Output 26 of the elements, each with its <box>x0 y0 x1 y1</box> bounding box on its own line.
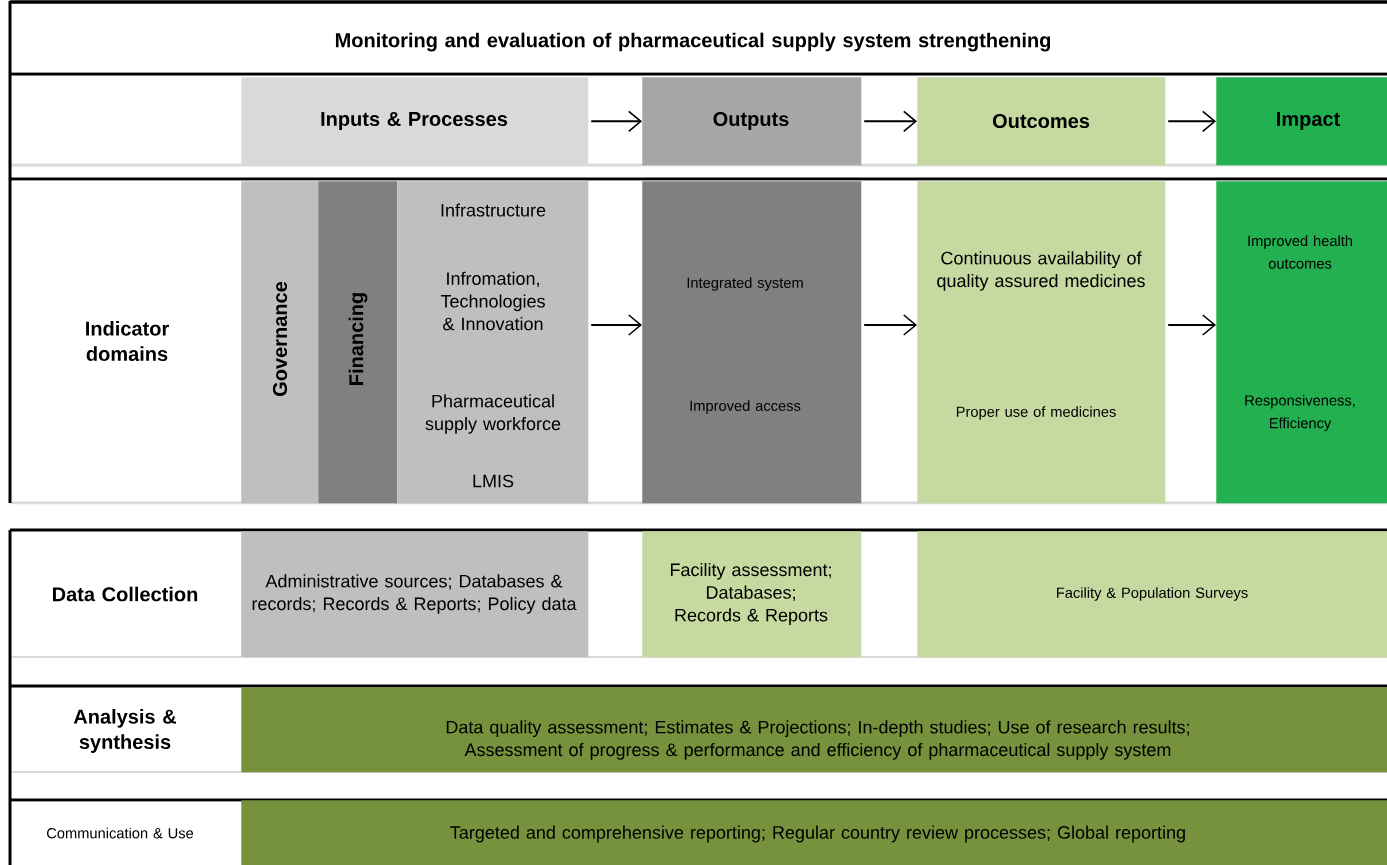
stage-header: Impact <box>1216 77 1387 166</box>
data-source-box: Facility & Population Surveys <box>917 531 1387 658</box>
arrow <box>1167 110 1217 133</box>
arrow <box>863 314 917 336</box>
arrow <box>590 314 642 336</box>
data-source-box: Administrative sources; Databases & records; Records & Reports; Policy data <box>241 531 589 658</box>
domain-bar: Financing <box>318 181 398 504</box>
title: Monitoring and evaluation of pharmaceutical supply system strengthening <box>335 32 1051 52</box>
stage-header: Inputs & Processes <box>241 77 589 166</box>
stage-header: Outputs <box>642 77 862 166</box>
arrow <box>1167 314 1217 336</box>
row-label: Communication & Use <box>47 827 194 839</box>
domain-box: Integrated system Improved access <box>642 181 862 504</box>
stage-header: Outcomes <box>917 77 1166 166</box>
activity-bar: Targeted and comprehensive reporting; Regular country review processes; Global reporting <box>241 800 1387 865</box>
arrow <box>863 110 917 133</box>
domain-box: Continuous availability of quality assured medicines Proper use of medicines <box>917 181 1166 504</box>
row-label: Data Collection <box>53 586 198 602</box>
activity-bar: Data quality assessment; Estimates & Projections; In-depth studies; Use of research results; Assessment of progress & performance and efficiency of pharmaceutical supply system <box>241 687 1387 773</box>
domain-box: Improved health outcomes Responsiveness, Efficiency <box>1216 181 1387 504</box>
row-label: Indicator domains <box>86 321 169 361</box>
data-source-box: Facility assessment; Databases; Records & Reports <box>642 531 862 658</box>
row-label: Analysis & synthesis <box>73 709 177 753</box>
domain-box: Infrastructure Infromation, Technologies & Innovation Pharmaceutical supply workforce LMIS <box>397 181 589 504</box>
arrow <box>590 110 642 133</box>
domain-bar: Governance <box>241 181 319 504</box>
